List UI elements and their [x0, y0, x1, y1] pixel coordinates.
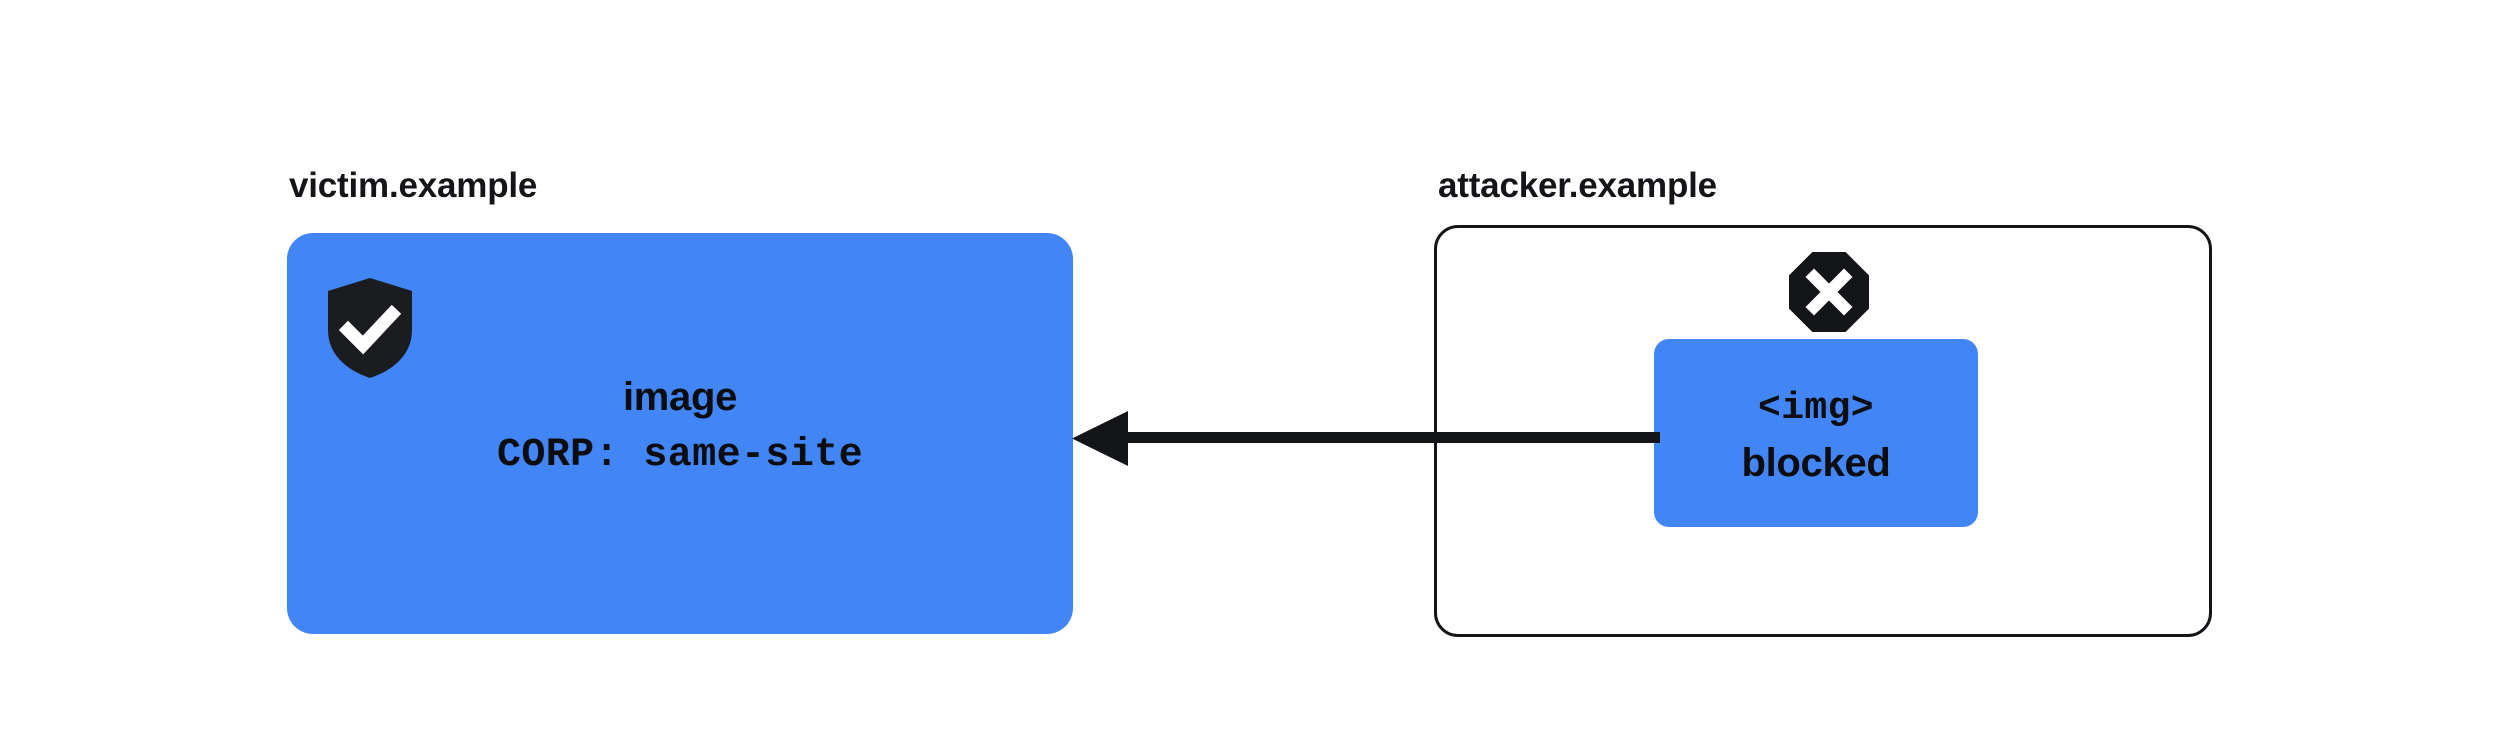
- octagon-x-icon: [1789, 252, 1869, 332]
- attacker-img-text: <img> blocked: [1654, 382, 1978, 490]
- victim-resource-name: image: [622, 375, 738, 419]
- victim-origin-panel: [287, 233, 1073, 634]
- victim-resource-text: image CORP: same-site: [287, 368, 1073, 486]
- shield-check-icon: [328, 278, 412, 378]
- attacker-element-state: blocked: [1741, 441, 1891, 485]
- victim-corp-header: CORP: same-site: [496, 433, 864, 478]
- cross-origin-request-arrow: [1070, 405, 1660, 471]
- victim-domain-label: victim.example: [289, 166, 538, 205]
- attacker-element-tag: <img>: [1757, 387, 1875, 430]
- attacker-img-element-box: <img> blocked: [1654, 339, 1978, 527]
- attacker-domain-label: attacker.example: [1438, 166, 1717, 205]
